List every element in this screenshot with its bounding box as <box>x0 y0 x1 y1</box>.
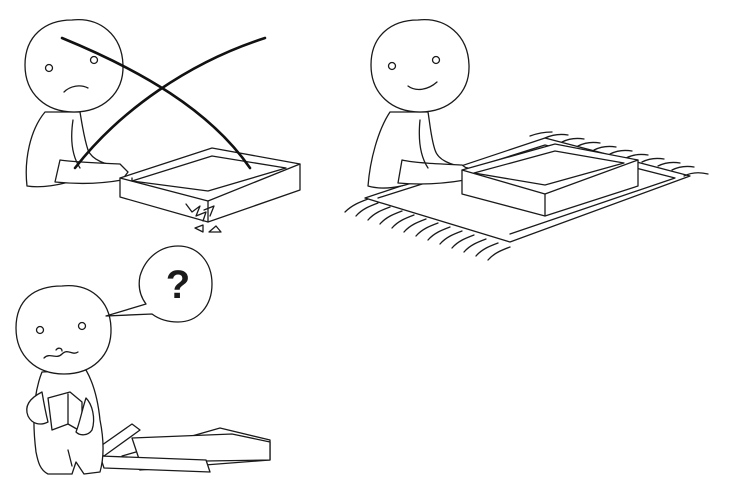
rug-fringe <box>344 131 709 261</box>
left-eye <box>44 63 54 73</box>
speech-bubble: ? <box>105 245 213 323</box>
panel-confused-reading: ? <box>15 245 271 475</box>
wavy-mouth <box>43 351 79 359</box>
floor-crack <box>185 203 222 233</box>
right-eye <box>89 55 99 65</box>
smile <box>407 81 438 91</box>
left-eye <box>387 61 397 71</box>
heavy-box <box>119 147 301 223</box>
instruction-booklet <box>47 391 95 436</box>
happy-figure <box>367 19 473 189</box>
right-eye <box>77 321 87 331</box>
panel-with-rug <box>344 19 709 261</box>
flat-panels <box>94 423 271 473</box>
panel-no-rug <box>24 19 301 233</box>
right-eye <box>431 55 441 65</box>
worried-figure <box>24 19 129 188</box>
mouth <box>63 85 89 93</box>
left-eye <box>35 325 45 335</box>
question-mark: ? <box>166 263 190 307</box>
box-on-rug <box>461 143 639 217</box>
cross-mark <box>60 36 267 170</box>
confused-figure <box>15 285 112 475</box>
